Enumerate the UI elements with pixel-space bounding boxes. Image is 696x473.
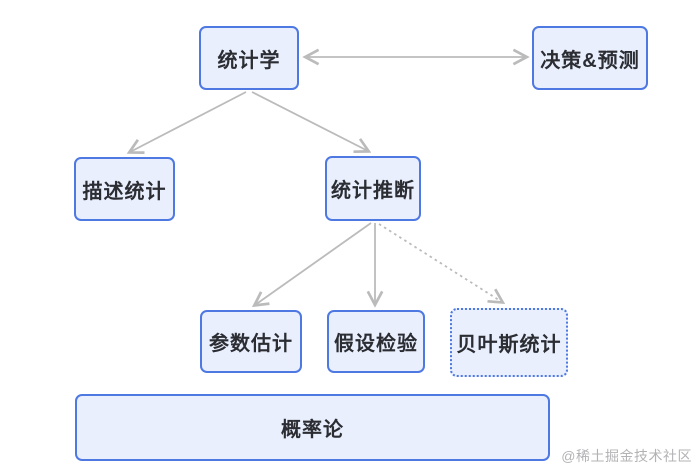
node-probability-theory: 概率论 xyxy=(75,394,550,461)
node-probability-theory-label: 概率论 xyxy=(281,419,344,441)
node-decision-prediction-label: 决策&预测 xyxy=(540,49,640,72)
node-statistics-label: 统计学 xyxy=(217,49,281,72)
node-statistical-inference: 统计推断 xyxy=(325,156,421,221)
edge-inference-bayesian-dotted xyxy=(378,223,502,302)
node-parameter-estimation: 参数估计 xyxy=(200,310,302,373)
node-statistical-inference-label: 统计推断 xyxy=(331,180,415,202)
node-descriptive-statistics-label: 描述统计 xyxy=(82,180,167,203)
node-bayesian-statistics: 贝叶斯统计 xyxy=(450,308,568,377)
edge-inference-parameter-estimation xyxy=(255,222,372,305)
node-descriptive-statistics: 描述统计 xyxy=(74,157,175,221)
node-statistics: 统计学 xyxy=(199,26,299,90)
node-decision-prediction: 决策&预测 xyxy=(532,26,648,90)
edge-statistics-descriptive xyxy=(130,91,247,152)
watermark: @稀土掘金技术社区 xyxy=(561,448,692,464)
node-hypothesis-testing: 假设检验 xyxy=(327,310,425,373)
node-bayesian-statistics-label: 贝叶斯统计 xyxy=(456,334,562,356)
node-hypothesis-testing-label: 假设检验 xyxy=(334,333,418,355)
edge-statistics-inference xyxy=(251,91,368,151)
node-parameter-estimation-label: 参数估计 xyxy=(209,333,293,355)
